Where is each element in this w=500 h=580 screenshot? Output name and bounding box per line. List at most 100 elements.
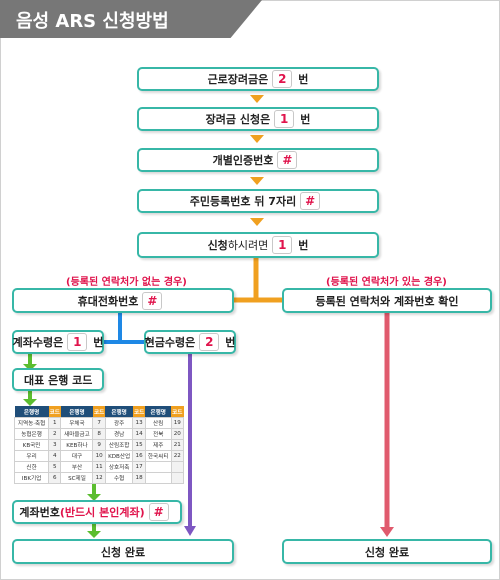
key-chip: 1 xyxy=(67,333,88,351)
bank-name: 광주 xyxy=(104,417,134,429)
key-chip: 1 xyxy=(272,236,293,254)
step-resident-number: 주민등록번호 뒤 7자리 # xyxy=(137,189,379,213)
bank-code: 14 xyxy=(132,428,146,440)
bank-name: IBK기업 xyxy=(13,472,50,484)
bank-table-header: 코드 xyxy=(171,406,184,418)
note-no-contact: (등록된 연락처가 없는 경우) xyxy=(66,277,187,288)
step-resident-number-label: 주민등록번호 뒤 7자리 xyxy=(189,195,297,208)
step-suffix: 번 xyxy=(225,336,236,349)
step-done-left: 신청 완료 xyxy=(12,539,234,564)
bank-code xyxy=(170,472,185,484)
step-suffix: 번 xyxy=(298,73,309,86)
bank-name: 제주 xyxy=(144,439,172,451)
bank-code: 19 xyxy=(170,417,185,429)
step-done-right: 신청 완료 xyxy=(282,539,492,564)
step-confirm-contact-label: 등록된 연락처와 계좌번호 확인 xyxy=(315,294,459,308)
bank-name: 농협은행 xyxy=(13,428,50,440)
bank-table-header: 은행명 xyxy=(145,406,172,418)
bank-code: 20 xyxy=(170,428,185,440)
arrow-down-2 xyxy=(250,135,264,143)
bank-name: 수협 xyxy=(104,472,134,484)
bank-code: 16 xyxy=(132,450,146,462)
bank-name: 상호저축 xyxy=(104,461,134,473)
table-row: 신한 5 부산 11 상호저축 17 xyxy=(13,461,185,473)
bank-name: 한국씨티 xyxy=(144,450,172,462)
bank-name: KEB하나 xyxy=(60,439,94,451)
step-cash-receipt-label: 현금수령은 xyxy=(144,336,196,349)
step-account-receipt: 계좌수령은 1 번 xyxy=(12,330,104,354)
step-apply-label: 장려금 신청은 xyxy=(205,113,271,126)
arrow-down-3 xyxy=(250,177,264,185)
bank-name: 산림 xyxy=(144,417,172,429)
step-suffix: 번 xyxy=(298,239,309,252)
step-mobile-number-label: 휴대전화번호 xyxy=(77,294,139,308)
green-arrowhead-4 xyxy=(87,531,101,538)
bank-name: 우체국 xyxy=(60,417,94,429)
bank-code: 13 xyxy=(132,417,146,429)
bank-code: 1 xyxy=(48,417,62,429)
step-account-number-label: 계좌번호 xyxy=(19,506,60,519)
own-account-emphasis: (반드시 본인계좌) xyxy=(59,506,145,519)
bank-name: 지역농·축협 xyxy=(13,417,50,429)
step-earned-income-label: 근로장려금은 xyxy=(207,73,269,86)
title-bar xyxy=(0,0,262,38)
page-title: 음성 ARS 신청방법 xyxy=(16,11,169,32)
bank-code: 22 xyxy=(170,450,185,462)
bank-table-header: 코드 xyxy=(132,406,146,418)
bank-code: 18 xyxy=(132,472,146,484)
bank-table-header: 코드 xyxy=(48,406,61,418)
bank-table-header: 코드 xyxy=(92,406,106,418)
arrow-down-4 xyxy=(250,218,264,226)
table-row: 농협은행 2 새마을금고 8 경남 14 전북 20 xyxy=(13,428,185,440)
bank-code: 17 xyxy=(132,461,146,473)
bank-code-table: 은행명 코드 은행명 코드 은행명 코드 은행명 코드 지역농·축협 1 우체국… xyxy=(13,406,185,484)
bank-name: 대구 xyxy=(60,450,94,462)
step-confirm-contact: 등록된 연락처와 계좌번호 확인 xyxy=(282,288,492,313)
bank-code: 4 xyxy=(48,450,62,462)
step-done-right-label: 신청 완료 xyxy=(364,545,410,559)
table-row: KB국민 3 KEB하나 9 산림조합 15 제주 21 xyxy=(13,439,185,451)
table-row: 우리 4 대구 10 KDB산업 16 한국씨티 22 xyxy=(13,450,185,462)
step-auth-number-label: 개별인증번호 xyxy=(212,154,274,167)
bank-name: 경남 xyxy=(104,428,134,440)
step-suffix: 번 xyxy=(300,113,311,126)
bank-table-header-row: 은행명 코드 은행명 코드 은행명 코드 은행명 코드 xyxy=(14,406,184,418)
green-arrowhead-2 xyxy=(23,399,37,406)
bank-code: 2 xyxy=(48,428,62,440)
bank-code: 9 xyxy=(92,439,106,451)
step-account-number: 계좌번호 (반드시 본인계좌) # xyxy=(12,500,182,524)
step-earned-income: 근로장려금은 2 번 xyxy=(137,67,379,91)
step-mobile-number: 휴대전화번호 # xyxy=(12,288,234,313)
bank-code xyxy=(170,461,185,473)
bank-table-header: 은행명 xyxy=(14,406,49,418)
bank-name: 우리 xyxy=(13,450,50,462)
key-chip: 2 xyxy=(272,70,293,88)
green-arrowhead-1 xyxy=(23,364,37,371)
bank-code: 6 xyxy=(48,472,62,484)
step-confirm-apply: 신청 하시려면 1 번 xyxy=(137,232,379,258)
key-chip: # xyxy=(148,503,169,521)
bank-code: 21 xyxy=(170,439,185,451)
bank-code: 5 xyxy=(48,461,62,473)
bank-name xyxy=(144,461,172,473)
bank-code-title-label: 대표 은행 코드 xyxy=(24,373,93,387)
bank-table-header: 은행명 xyxy=(105,406,133,418)
green-arrowhead-3 xyxy=(87,494,101,501)
key-chip: # xyxy=(277,151,298,169)
note-has-contact: (등록된 연락처가 있는 경우) xyxy=(326,277,447,288)
bank-name: KDB산업 xyxy=(104,450,134,462)
step-account-receipt-label: 계좌수령은 xyxy=(12,336,64,349)
bank-name: 부산 xyxy=(60,461,94,473)
bank-code: 3 xyxy=(48,439,62,451)
bank-name: KB국민 xyxy=(13,439,50,451)
key-chip: # xyxy=(300,192,321,210)
bank-table-header: 은행명 xyxy=(60,406,93,418)
bank-code: 12 xyxy=(92,472,106,484)
step-apply: 장려금 신청은 1 번 xyxy=(137,107,379,131)
bank-code: 11 xyxy=(92,461,106,473)
bank-code: 10 xyxy=(92,450,106,462)
arrow-down-1 xyxy=(250,95,264,103)
bank-code-title: 대표 은행 코드 xyxy=(12,368,104,391)
table-row: IBK기업 6 SC제일 12 수협 18 xyxy=(13,472,185,484)
